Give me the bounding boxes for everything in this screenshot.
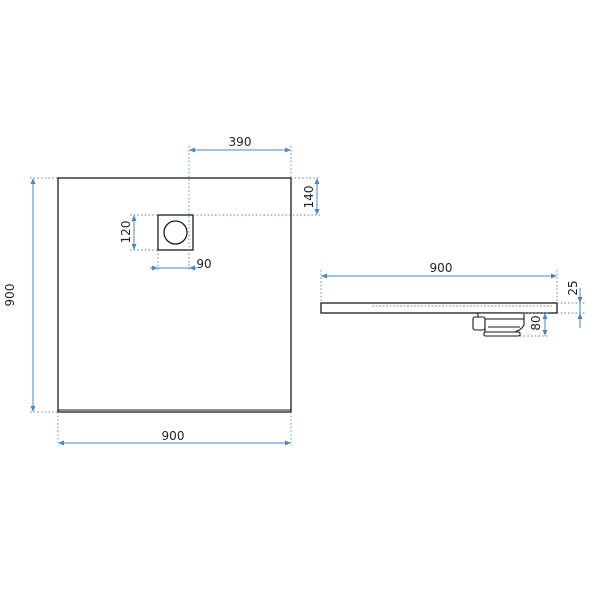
dim-label-drain-width: 90 xyxy=(196,257,211,271)
plan-view: 390 140 120 90 900 900 xyxy=(3,135,320,446)
arrowhead xyxy=(314,209,320,215)
drain-circle xyxy=(163,220,188,245)
arrowhead xyxy=(314,178,320,184)
dim-label-drain-offset-x: 390 xyxy=(229,135,252,149)
side-view: 900 25 80 xyxy=(320,261,585,337)
arrowhead xyxy=(189,147,195,153)
dim-label-thickness: 25 xyxy=(566,280,580,295)
arrowhead xyxy=(551,273,557,279)
arrowhead xyxy=(321,273,327,279)
arrowhead xyxy=(577,313,583,319)
arrowhead xyxy=(542,313,548,319)
dim-label-trap-depth: 80 xyxy=(529,315,543,330)
shower-tray-outline xyxy=(57,177,292,413)
arrowhead xyxy=(131,244,137,250)
dim-label-tray-width: 900 xyxy=(162,429,185,443)
tray-profile xyxy=(320,302,558,314)
arrowhead xyxy=(542,330,548,336)
drain-trap xyxy=(472,312,525,337)
arrowhead xyxy=(131,215,137,221)
arrowhead xyxy=(152,265,158,271)
arrowhead xyxy=(58,440,64,446)
arrowhead xyxy=(30,406,36,412)
dim-label-tray-height: 900 xyxy=(3,284,17,307)
arrowhead xyxy=(285,440,291,446)
arrowhead xyxy=(577,297,583,303)
dim-label-drain-height: 120 xyxy=(119,221,133,244)
dim-label-drain-offset-y: 140 xyxy=(302,186,316,209)
arrowhead xyxy=(189,265,195,271)
arrowhead xyxy=(30,178,36,184)
arrowhead xyxy=(285,147,291,153)
dim-label-side-length: 900 xyxy=(430,261,453,275)
drain-square xyxy=(157,214,194,251)
